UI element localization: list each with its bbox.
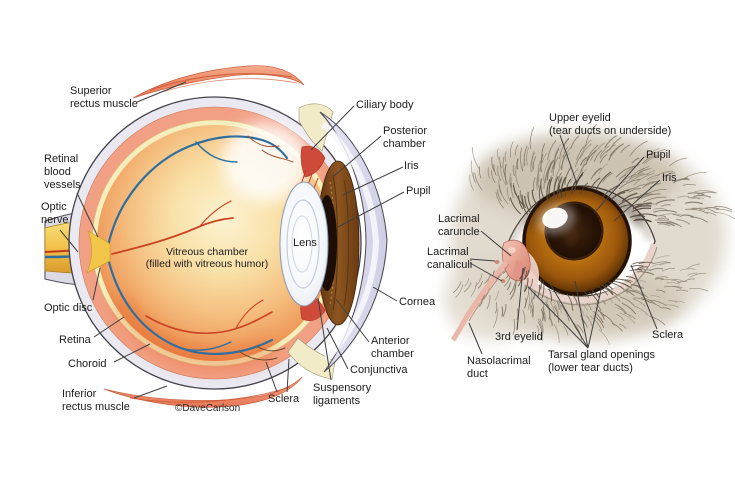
label-lens: Lens xyxy=(293,237,317,249)
fur-strokes-upper xyxy=(469,124,735,228)
label-third-eyelid: 3rd eyelid xyxy=(495,331,543,343)
cornea-graphic xyxy=(319,111,388,373)
retinal-vessels-graphic xyxy=(106,135,294,361)
external-eye-illustration xyxy=(444,124,735,345)
label-conjunctiva: Conjunctiva xyxy=(350,364,408,376)
optic-disc-graphic xyxy=(86,230,111,274)
label-superior-rectus-muscle: Superior rectus muscle xyxy=(70,85,138,110)
lacrimal-canaliculus-upper-graphic xyxy=(494,260,500,264)
lens-graphic xyxy=(279,181,329,307)
label-vitreous-chamber: Vitreous chamber (filled with vitreous h… xyxy=(145,246,269,271)
label-iris-external: Iris xyxy=(662,172,677,184)
anterior-segment-graphic xyxy=(279,103,388,380)
label-sclera-external: Sclera xyxy=(652,329,684,341)
label-lacrimal-canaliculi: Lacrimal canaliculi xyxy=(427,246,473,271)
label-cornea: Cornea xyxy=(399,296,436,308)
lacrimal-canaliculus-lower-graphic xyxy=(500,279,506,283)
inferior-rectus-muscle-graphic xyxy=(103,376,303,408)
label-optic-disc: Optic disc xyxy=(44,302,93,314)
iris-pupil-graphic xyxy=(505,186,655,296)
superior-rectus-muscle-graphic xyxy=(132,65,305,99)
label-lacrimal-caruncle: Lacrimal caruncle xyxy=(438,213,480,238)
eyelash-strokes-lower xyxy=(518,261,655,311)
eyeball-globe xyxy=(68,96,362,390)
label-retinal-blood-vessels: Retinal blood vessels xyxy=(44,153,81,191)
label-retina: Retina xyxy=(59,334,91,346)
nasolacrimal-duct-graphic xyxy=(450,260,508,342)
label-suspensory-ligaments: Suspensory ligaments xyxy=(313,382,372,407)
label-tarsal-gland-openings: Tarsal gland openings (lower tear ducts) xyxy=(548,349,656,374)
label-pupil-external: Pupil xyxy=(646,149,671,161)
label-nasolacrimal-duct: Nasolacrimal duct xyxy=(467,355,531,380)
label-optic-nerve: Optic nerve xyxy=(41,201,69,226)
label-upper-eyelid: Upper eyelid (tear ducts on underside) xyxy=(549,112,672,137)
label-ciliary-body: Ciliary body xyxy=(356,99,414,111)
label-inferior-rectus-muscle: Inferior rectus muscle xyxy=(62,388,130,413)
label-pupil-cross-section: Pupil xyxy=(406,185,431,197)
label-choroid: Choroid xyxy=(68,358,107,370)
label-anterior-chamber: Anterior chamber xyxy=(371,335,414,360)
label-iris-cross-section: Iris xyxy=(404,160,419,172)
artist-credit: ©DaveCarlson xyxy=(175,403,241,414)
cross-section-illustration xyxy=(44,65,388,408)
vitreous-highlight xyxy=(222,122,310,202)
label-sclera-cross-section: Sclera xyxy=(268,393,300,405)
leader-lines xyxy=(59,81,661,399)
label-posterior-chamber: Posterior chamber xyxy=(383,125,428,150)
eye-highlight xyxy=(542,207,568,229)
